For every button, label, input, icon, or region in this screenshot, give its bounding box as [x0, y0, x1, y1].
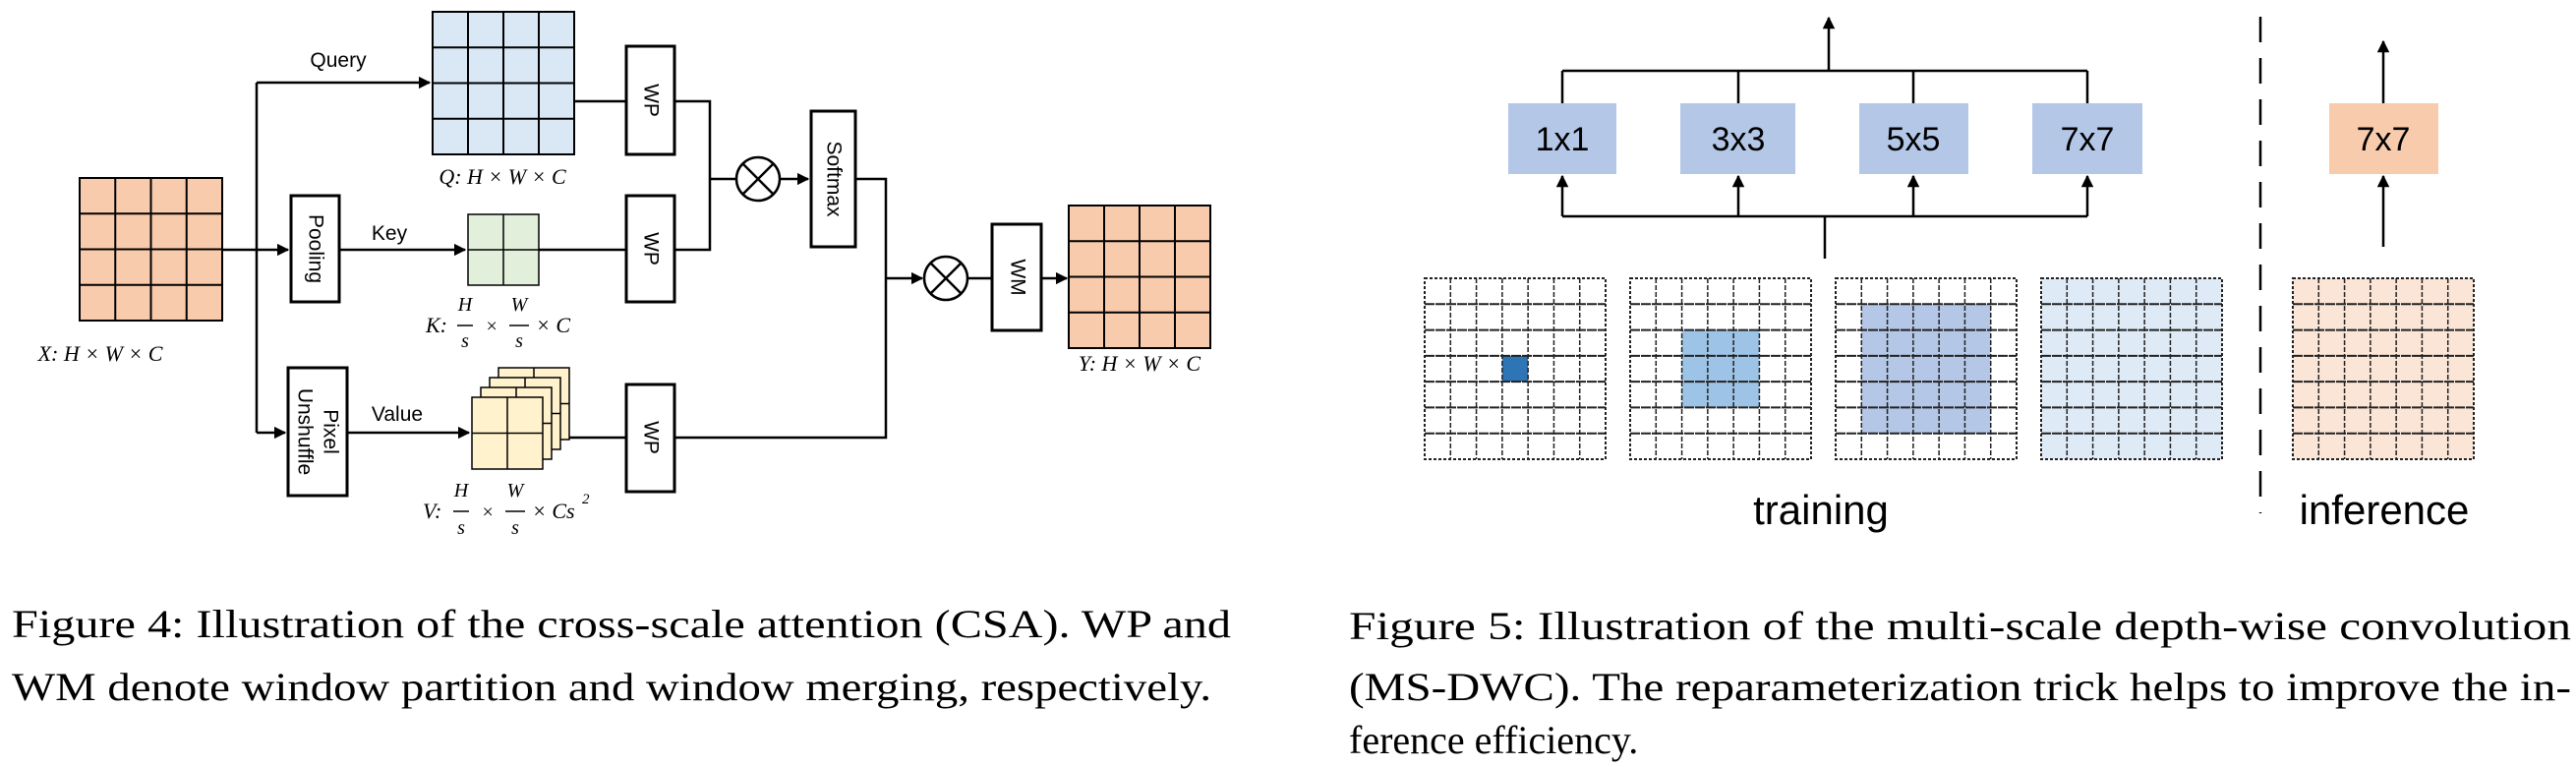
query-q-grid — [432, 11, 575, 155]
output-y-grid — [1068, 205, 1211, 349]
v-tail: × Cs — [532, 499, 575, 523]
k-tail: × C — [536, 313, 570, 337]
v-s2: s — [511, 517, 519, 539]
inference-kernel-block: 7x7 — [2329, 103, 2438, 174]
pixel-unshuffle-label-2: Unshuffle — [293, 388, 316, 475]
receptive-field-fill — [2041, 278, 2222, 459]
receptive-field-fill — [1501, 355, 1529, 383]
figure-5-caption-line-3: ference efficiency. — [1349, 718, 1638, 762]
connector-lines — [222, 76, 1069, 440]
q-shape-label: Q: H × W × C — [439, 164, 566, 189]
kernel-3x3-receptive-grid — [1629, 277, 1812, 460]
v-s1: s — [457, 517, 465, 539]
k-prefix: K: — [425, 313, 447, 337]
v-times: × — [481, 502, 495, 523]
matmul-icon-1 — [734, 155, 782, 203]
figure-5-caption-line-1: Figure 5: Illustration of the multi-scal… — [1349, 604, 2571, 648]
figure-4-caption-line-2: WM denote window partition and window me… — [12, 665, 1211, 709]
value-v-grid-layer — [471, 396, 544, 470]
kernel-7x7-label: 7x7 — [2061, 121, 2115, 158]
kernel-3x3-label: 3x3 — [1712, 121, 1766, 158]
v-sup: 2 — [582, 492, 590, 507]
query-label: Query — [310, 49, 367, 72]
receptive-field-fill — [1681, 329, 1760, 408]
kernel-5x5-block: 5x5 — [1859, 103, 1968, 174]
input-x-grid — [79, 177, 223, 322]
wm-block — [990, 222, 1043, 332]
kernel-1x1-receptive-grid — [1424, 277, 1607, 460]
figure-5-ms-dwc-diagram: 1x1 3x3 5x5 7x7 7x7 training inference F… — [1349, 16, 2571, 762]
k-s1: s — [461, 330, 469, 352]
wp-block-query — [624, 44, 676, 156]
kernel-5x5-label: 5x5 — [1887, 121, 1941, 158]
k-times: × — [485, 316, 498, 337]
kernel-7x7-block: 7x7 — [2032, 103, 2142, 174]
figure-5-caption-line-2: (MS-DWC). The reparameterization trick h… — [1349, 665, 2571, 709]
receptive-field-fill — [2293, 278, 2474, 459]
k-w: W — [511, 294, 530, 316]
kernel-5x5-receptive-grid — [1835, 277, 2018, 460]
v-prefix: V: — [423, 499, 441, 523]
key-k-grid — [467, 213, 540, 286]
pooling-block — [289, 194, 341, 304]
inference-kernel-label: 7x7 — [2357, 121, 2411, 158]
matmul-icon-2 — [922, 255, 969, 302]
pixel-unshuffle-label-1: Pixel — [319, 409, 341, 454]
k-h: H — [457, 294, 474, 316]
training-label: training — [1753, 487, 1889, 533]
k-shape-label: K: H s × W s × C — [425, 294, 570, 352]
figure-4-csa-diagram: Pooling Pixel Unshuffle WP WP WP Softmax… — [12, 11, 1231, 709]
softmax-label: Softmax — [822, 141, 845, 217]
inference-label: inference — [2300, 487, 2470, 533]
wp-label-key: WP — [639, 232, 662, 266]
kernel-7x7-receptive-grid — [2040, 277, 2223, 460]
value-label: Value — [372, 403, 423, 426]
wp-block-value — [624, 383, 676, 494]
kernel-3x3-block: 3x3 — [1680, 103, 1795, 174]
pixel-unshuffle-block — [286, 366, 349, 498]
x-shape-label: X: H × W × C — [37, 341, 163, 366]
receptive-field-fill — [1861, 304, 1991, 434]
pooling-label: Pooling — [304, 214, 326, 283]
wm-label: WM — [1006, 259, 1028, 295]
v-w: W — [507, 480, 526, 502]
inference-7x7-grid — [2292, 277, 2475, 460]
kernel-1x1-label: 1x1 — [1536, 121, 1590, 158]
kernel-1x1-block: 1x1 — [1508, 103, 1616, 174]
y-shape-label: Y: H × W × C — [1079, 351, 1201, 376]
wp-label-query: WP — [639, 84, 662, 117]
v-shape-label: V: H s × W s × Cs 2 — [423, 480, 590, 539]
key-label: Key — [372, 222, 408, 245]
v-h: H — [453, 480, 470, 502]
wp-block-key — [624, 194, 676, 304]
softmax-block — [809, 109, 857, 249]
k-s2: s — [515, 330, 523, 352]
fig5-connectors — [1555, 16, 2390, 513]
wp-label-value: WP — [639, 421, 662, 454]
figure-4-caption-line-1: Figure 4: Illustration of the cross-scal… — [12, 602, 1231, 646]
